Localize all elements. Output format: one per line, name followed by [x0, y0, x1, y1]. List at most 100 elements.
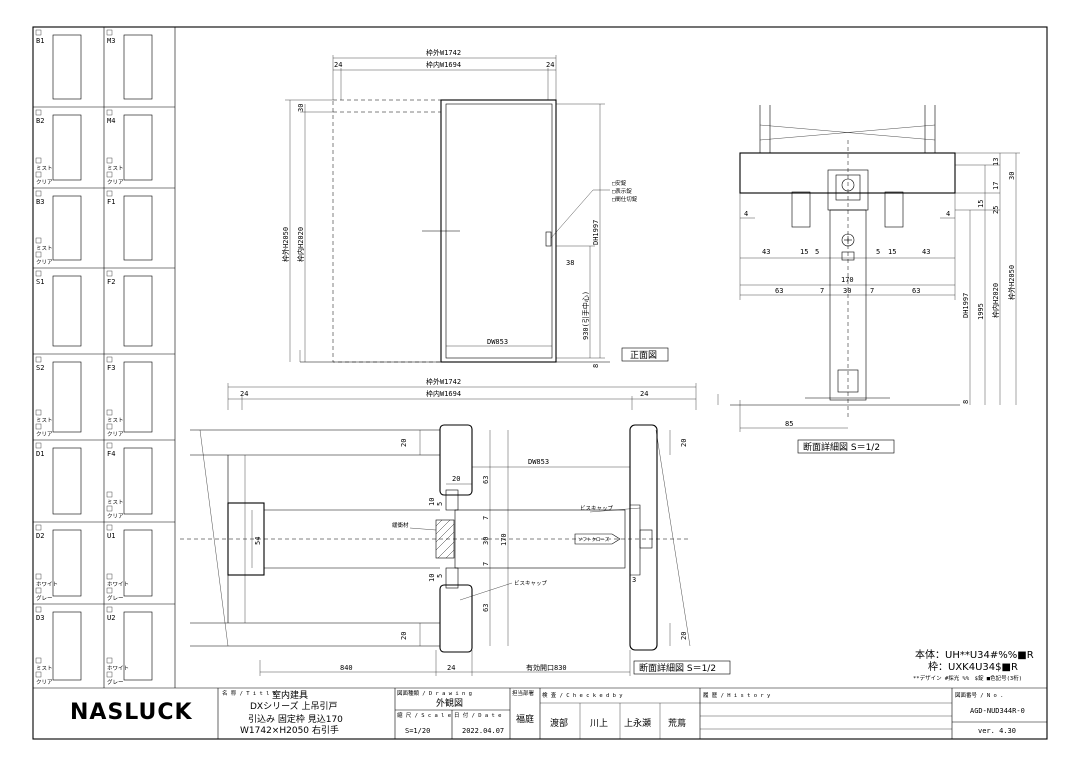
tb-kind-header: 図面種類 / D r a w i n g — [397, 689, 472, 697]
panel-code: B2 — [36, 117, 44, 125]
vertical-section-detail — [717, 105, 1020, 454]
option-checkbox-icon — [106, 671, 113, 678]
checkbox-icon — [35, 606, 42, 613]
sv-4-right: 4 — [946, 210, 950, 218]
plan-20-d: 20 — [680, 632, 688, 640]
sv-85: 85 — [785, 420, 793, 428]
panel-door-outline — [52, 34, 82, 100]
panel-door-outline — [123, 275, 153, 347]
checkbox-icon — [106, 356, 113, 363]
door-panel-b1: B1 — [35, 29, 82, 100]
panel-code: B3 — [36, 198, 44, 206]
front-option-2: □表示錠 — [612, 187, 632, 195]
panel-option-label: グレー — [36, 594, 53, 602]
option-checkbox-icon — [35, 171, 42, 178]
plan-stopper: 緩衝材 — [392, 521, 409, 529]
option-checkbox-icon — [106, 657, 113, 664]
option-checkbox-icon — [35, 157, 42, 164]
sv-15-left: 15 — [800, 248, 808, 256]
panel-door-outline — [52, 114, 82, 181]
checkbox-icon — [35, 29, 42, 36]
panel-code: U2 — [107, 614, 115, 622]
panel-code: S1 — [36, 278, 44, 286]
plan-outer-width: 枠外W1742 — [426, 377, 461, 386]
sv-7-a: 7 — [820, 287, 824, 295]
plan-inner-width: 枠内W1694 — [426, 389, 461, 398]
front-option-1: □安錠 — [612, 179, 627, 187]
panel-option-label: クリア — [36, 431, 53, 438]
panel-door-outline — [52, 361, 82, 433]
checkbox-icon — [106, 190, 113, 197]
panel-option-label: クリア — [107, 513, 124, 520]
checkbox-icon — [35, 524, 42, 531]
tb-office-header: 担当部署 — [512, 689, 535, 697]
plan-dw: DW853 — [528, 458, 549, 466]
plan-7-b: 7 — [482, 562, 490, 566]
front-dw: DW853 — [487, 338, 508, 346]
sv-4-left: 4 — [744, 210, 748, 218]
checkbox-icon — [106, 109, 113, 116]
sv-63-right: 63 — [912, 287, 920, 295]
front-outer-width: 枠外W1742 — [426, 48, 461, 57]
panel-option-label: ミスト — [107, 165, 124, 172]
plan-20-e: 20 — [452, 475, 460, 483]
panel-option-label: ミスト — [36, 165, 53, 172]
tb-version: ver. 4.30 — [978, 727, 1016, 735]
sv-13: 13 — [992, 158, 1000, 166]
plan-opening: 有効開口830 — [526, 663, 567, 672]
plan-right-24: 24 — [640, 390, 648, 398]
sv-2020: 枠内H2020 — [991, 283, 1000, 318]
panel-door-outline — [123, 529, 153, 597]
tb-no-header: 図面番号 / N o . — [955, 692, 1004, 699]
plan-5-a: 5 — [436, 502, 444, 506]
tb-name-4: W1742×H2050 右引手 — [240, 724, 339, 736]
door-panel-f2: F2 — [106, 270, 153, 347]
panel-code: M4 — [107, 117, 115, 125]
spec-frame: 枠：UXK4U34$■R — [928, 660, 1018, 673]
door-panel-catalog — [33, 27, 1047, 689]
sv-15-right: 15 — [888, 248, 896, 256]
panel-option-label: ミスト — [36, 417, 53, 424]
plan-5-b: 5 — [436, 574, 444, 578]
nasluck-logo: NASLUCK — [70, 700, 192, 726]
checkbox-icon — [106, 270, 113, 277]
door-panel-s1: S1 — [35, 270, 82, 347]
sv-17: 17 — [992, 182, 1000, 190]
plan-10-a: 10 — [428, 498, 436, 506]
front-top-30: 30 — [297, 104, 305, 112]
sv-43-right: 43 — [922, 248, 930, 256]
panel-door-outline — [123, 611, 153, 681]
sv-1995: 1995 — [977, 303, 985, 320]
sv-label: 断面詳細図 S＝1/2 — [803, 441, 880, 453]
plan-left-24: 24 — [240, 390, 248, 398]
plan-screw-cap-2: ビスキャップ — [514, 579, 548, 587]
panel-code: B1 — [36, 37, 44, 45]
panel-option-label: グレー — [107, 678, 124, 686]
plan-30: 30 — [482, 537, 490, 545]
sv-25: 25 — [992, 206, 1000, 214]
front-dh: DH1997 — [592, 220, 600, 245]
option-checkbox-icon — [35, 251, 42, 258]
tb-scale: S=1/20 — [405, 727, 430, 735]
tb-scale-header: 縮 尺 / S c a l e — [397, 711, 451, 719]
sheet-border — [32, 26, 1048, 740]
sv-63-left: 63 — [775, 287, 783, 295]
panel-code: F1 — [107, 198, 115, 206]
title-block-grid — [217, 688, 1047, 739]
front-option-3: □間仕切錠 — [612, 195, 638, 203]
spec-note: **デザイン #採光 %% $錠 ■色記号(3桁) — [913, 674, 1022, 682]
panel-option-label: クリア — [107, 431, 124, 438]
panel-code: M3 — [107, 37, 115, 45]
plan-63-a: 63 — [482, 476, 490, 484]
front-38: 38 — [566, 259, 574, 267]
sv-8: 8 — [962, 400, 970, 404]
tb-office: 福庭 — [516, 713, 534, 725]
option-checkbox-icon — [35, 237, 42, 244]
option-checkbox-icon — [106, 491, 113, 498]
